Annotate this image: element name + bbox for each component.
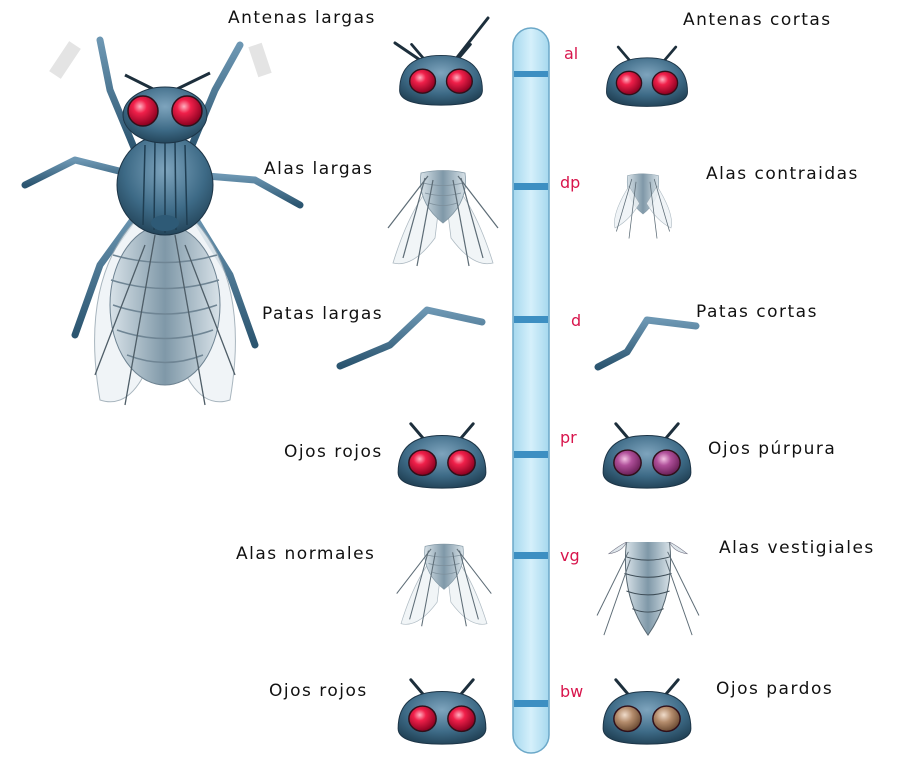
left-label-ojos-rojos-2: Ojos rojos: [269, 683, 368, 700]
right-label-patas-cortas: Patas cortas: [696, 304, 818, 321]
left-label-ojos-rojos: Ojos rojos: [284, 444, 383, 461]
gene-label-pr: pr: [560, 430, 577, 446]
gene-label-dp: dp: [560, 175, 580, 191]
fly-head-short-antennae: [597, 38, 697, 110]
band-pr: [514, 451, 548, 458]
right-label-antenas-cortas: Antenas cortas: [683, 12, 832, 29]
long-leg: [335, 300, 490, 375]
left-label-alas-normales: Alas normales: [236, 546, 375, 563]
gene-label-al: al: [564, 46, 578, 62]
right-label-ojos-purpura: Ojos púrpura: [708, 441, 836, 458]
fly-head-purple-eyes: [598, 414, 696, 492]
right-label-alas-contraidas: Alas contraidas: [706, 166, 859, 183]
right-label-alas-vestigiales: Alas vestigiales: [719, 540, 875, 557]
vestigial-wings: [584, 542, 712, 640]
fly-head-long-antennae: [385, 15, 495, 110]
left-label-antenas-largas: Antenas largas: [228, 10, 376, 27]
fly-head-red-eyes-2: [393, 670, 491, 748]
band-d: [514, 316, 548, 323]
long-wings: [383, 168, 503, 268]
band-al: [514, 71, 548, 77]
normal-wings: [388, 542, 500, 628]
left-label-alas-largas: Alas largas: [264, 161, 373, 178]
band-vg: [514, 552, 548, 559]
band-bw: [514, 700, 548, 707]
band-dp: [514, 183, 548, 190]
gene-label-d: d: [571, 313, 581, 329]
right-label-ojos-pardos: Ojos pardos: [716, 681, 833, 698]
contracted-wings: [591, 172, 695, 242]
short-leg: [592, 312, 702, 374]
fly-head-brown-eyes: [598, 670, 696, 748]
gene-label-bw: bw: [560, 684, 583, 700]
fly-head-red-eyes: [393, 414, 491, 492]
gene-label-vg: vg: [560, 548, 580, 564]
